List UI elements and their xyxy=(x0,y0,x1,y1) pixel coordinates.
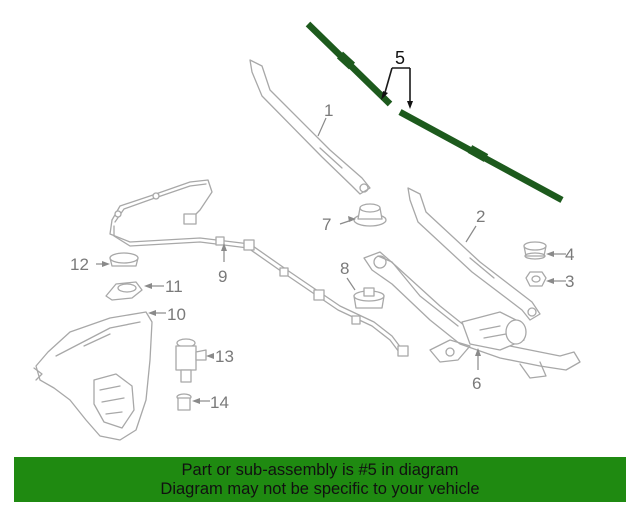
callout-8[interactable]: 8 xyxy=(340,259,349,278)
part-2-wiper-arm xyxy=(407,187,541,321)
part-4-cap xyxy=(523,241,547,260)
callout-3[interactable]: 3 xyxy=(565,272,574,291)
callout-12[interactable]: 12 xyxy=(70,255,89,274)
callout-1[interactable]: 1 xyxy=(324,101,333,120)
part-13-washer-pump xyxy=(175,338,207,383)
part-info-banner: Part or sub-assembly is #5 in diagram Di… xyxy=(14,457,626,502)
part-8-bushing xyxy=(353,287,385,309)
callout-14[interactable]: 14 xyxy=(210,393,229,412)
callout-13[interactable]: 13 xyxy=(215,347,234,366)
part-14-grommet xyxy=(176,393,192,411)
part-11-grommet xyxy=(105,281,143,301)
callout-5-leader xyxy=(381,67,413,109)
part-1-wiper-arm xyxy=(249,59,371,195)
callout-9[interactable]: 9 xyxy=(218,267,227,286)
part-6-motor-linkage xyxy=(363,251,581,379)
callout-4[interactable]: 4 xyxy=(565,245,574,264)
callout-6[interactable]: 6 xyxy=(472,374,481,393)
callout-7[interactable]: 7 xyxy=(322,215,331,234)
part-5-wiper-blades[interactable] xyxy=(305,21,564,203)
banner-line-2: Diagram may not be specific to your vehi… xyxy=(160,479,480,498)
callout-10[interactable]: 10 xyxy=(167,305,186,324)
part-9-washer-hose xyxy=(109,179,409,357)
banner-line-1: Part or sub-assembly is #5 in diagram xyxy=(181,460,459,479)
part-3-nut xyxy=(525,271,547,287)
callout-11[interactable]: 11 xyxy=(165,277,183,296)
callout-5[interactable]: 5 xyxy=(395,48,405,68)
part-10-reservoir xyxy=(33,311,153,441)
parts-diagram: 5 1 2 7 4 3 8 xyxy=(33,21,581,441)
callout-2[interactable]: 2 xyxy=(476,207,485,226)
part-7-cap xyxy=(353,203,387,227)
part-12-cap xyxy=(109,252,139,267)
